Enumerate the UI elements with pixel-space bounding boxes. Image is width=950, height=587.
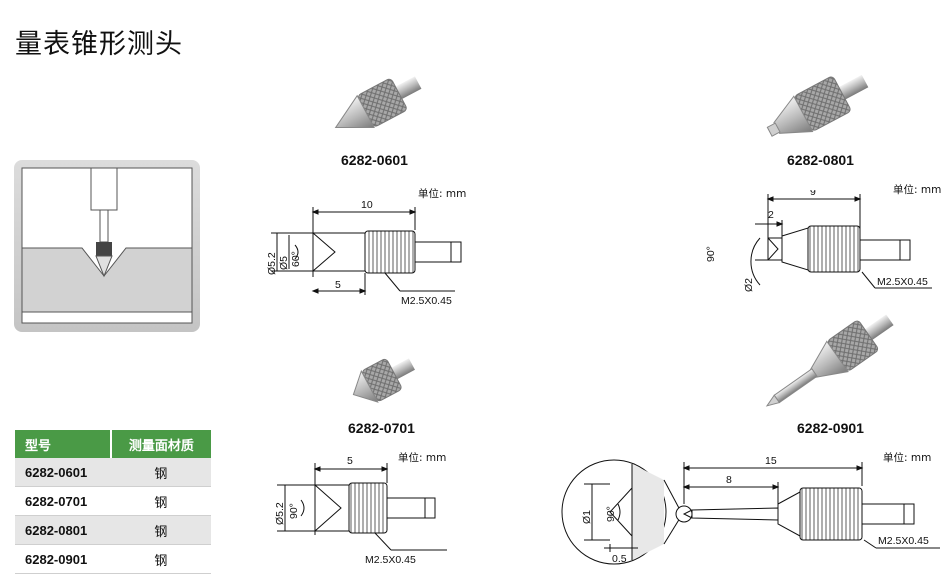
dim-thread-0801: M2.5X0.45 — [877, 276, 928, 288]
spec-table: 型号 测量面材质 6282-0601 钢 6282-0701 钢 6282-08… — [15, 430, 211, 574]
dim-angle-0901: 90° — [605, 506, 617, 522]
dim-length-0901: 15 — [765, 455, 777, 467]
header-model: 型号 — [15, 430, 111, 458]
table-row: 6282-0901 钢 — [15, 544, 211, 574]
unit-label-0801: 单位: mm — [893, 184, 942, 196]
cell-model: 6282-0801 — [15, 515, 111, 545]
table-row: 6282-0601 钢 — [15, 458, 211, 487]
dim-angle-0701: 90° — [288, 503, 300, 519]
dim-length-0801: 9 — [810, 190, 816, 198]
probe-photo-0601 — [334, 76, 422, 129]
part-label-0801: 6282-0801 — [787, 152, 854, 168]
table-header-row: 型号 测量面材质 — [15, 430, 211, 458]
dim-dia-outer-0701: Ø5.2 — [274, 502, 286, 525]
dim-dia-tip-0801: Ø2 — [743, 278, 755, 292]
cell-material: 钢 — [110, 458, 211, 487]
usage-illustration — [14, 160, 200, 332]
dim-angle-0601: 60° — [290, 251, 302, 267]
dim-thread-0701: M2.5X0.45 — [365, 554, 416, 565]
dim-tip-offset-0901: 0.5 — [612, 553, 627, 565]
probe-photo-0701 — [352, 358, 415, 403]
dim-dia-inner-0601: Ø5 — [278, 256, 290, 270]
unit-label-0901: 单位: mm — [883, 452, 932, 464]
cell-model: 6282-0901 — [15, 544, 111, 574]
cell-material: 钢 — [110, 515, 211, 545]
dim-angle-0801: 90° — [705, 246, 717, 262]
dim-length-0601: 10 — [361, 199, 373, 211]
part-label-0901: 6282-0901 — [797, 420, 864, 436]
part-label-0601: 6282-0601 — [341, 152, 408, 168]
dim-tip-length-0801: 2 — [768, 209, 774, 221]
drawing-0801: 9 2 90° Ø2 M2.5X0.45 — [705, 190, 932, 292]
cell-model: 6282-0701 — [15, 486, 111, 516]
table-row: 6282-0801 钢 — [15, 515, 211, 545]
dim-dia-ball-0901: Ø1 — [581, 510, 593, 524]
dim-dia-outer-0601: Ø5.2 — [266, 252, 278, 275]
drawing-0901: 15 8 Ø1 90° 0.5 M2.5X0.45 — [561, 455, 940, 565]
drawing-0701: 5 Ø5.2 90° M2.5X0.45 — [274, 455, 447, 565]
table-row: 6282-0701 钢 — [15, 486, 211, 516]
probe-photo-0801 — [766, 74, 869, 137]
dim-thread-0601: M2.5X0.45 — [401, 295, 452, 307]
cell-model: 6282-0601 — [15, 458, 111, 487]
unit-label-0601: 单位: mm — [418, 188, 467, 200]
drawing-0601: 10 5 Ø5.2 Ø5 60° M2.5X0.45 — [266, 199, 462, 307]
dim-thread-0901: M2.5X0.45 — [878, 535, 929, 547]
cell-material: 钢 — [110, 486, 211, 516]
cell-material: 钢 — [110, 544, 211, 574]
dim-length-0701: 5 — [347, 455, 353, 467]
dim-stem-length-0901: 8 — [726, 474, 732, 486]
page-title: 量表锥形测头 — [15, 29, 183, 60]
header-material: 测量面材质 — [109, 430, 211, 458]
part-label-0701: 6282-0701 — [348, 420, 415, 436]
unit-label-0701: 单位: mm — [398, 452, 447, 464]
dim-tip-length-0601: 5 — [335, 279, 341, 291]
probe-photo-0901 — [765, 314, 894, 407]
